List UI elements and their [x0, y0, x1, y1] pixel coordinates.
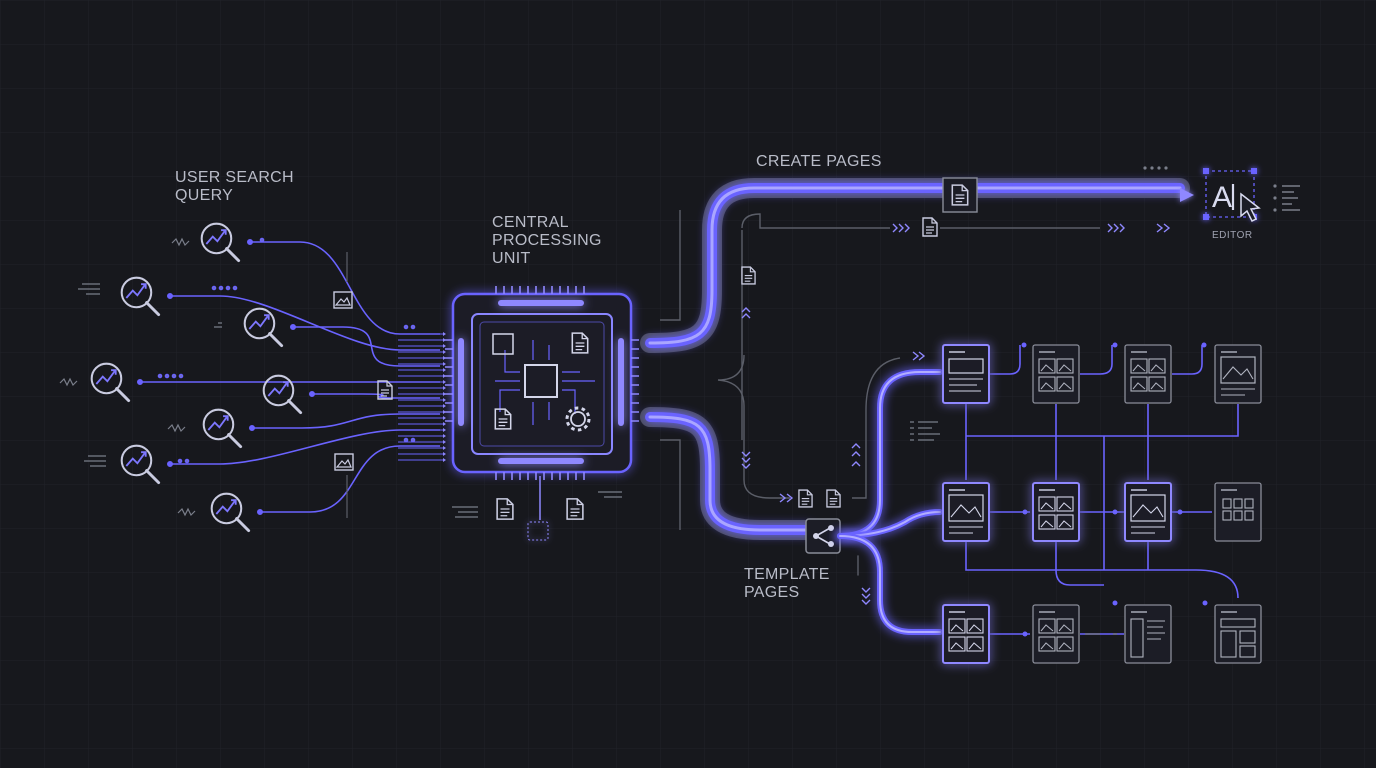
- page-template-icon: [1124, 604, 1172, 664]
- cpu-outputs: [452, 476, 622, 541]
- editor-icon: A: [1143, 166, 1300, 223]
- page-template-icon: [1032, 482, 1080, 542]
- template-page-cards: [942, 344, 1262, 664]
- page-template-icon: [1214, 482, 1262, 542]
- page-template-icon: [942, 344, 990, 404]
- chip-icon: [527, 521, 549, 541]
- motion-marks: [59, 237, 222, 517]
- flow-chevrons: [741, 223, 1171, 605]
- template-network: [965, 345, 1239, 635]
- gear-icon: [565, 406, 591, 432]
- page-template-icon: [942, 482, 990, 542]
- editor-label: EDITOR: [1212, 230, 1253, 241]
- network-nodes: [1021, 342, 1208, 637]
- page-template-icon: [1032, 344, 1080, 404]
- page-template-icon: [1124, 344, 1172, 404]
- branch-icon: [805, 518, 841, 554]
- page-template-icon: [1214, 344, 1262, 404]
- page-template-icon: [1124, 482, 1172, 542]
- page-template-icon: [1214, 604, 1262, 664]
- central-processing-unit: [445, 286, 639, 480]
- page-template-icon: [1032, 604, 1080, 664]
- editor-glyph: A: [1212, 181, 1232, 214]
- template-side-marks: [910, 421, 1117, 635]
- main-pipes: [640, 178, 1194, 540]
- chip-icon: [524, 364, 558, 398]
- page-template-icon: [942, 604, 990, 664]
- template-branches: [837, 369, 943, 635]
- chip-icon: [492, 333, 514, 355]
- route-documents: [741, 177, 978, 508]
- create-pages-label: CREATE PAGES: [756, 153, 882, 170]
- secondary-lines: [660, 210, 1100, 530]
